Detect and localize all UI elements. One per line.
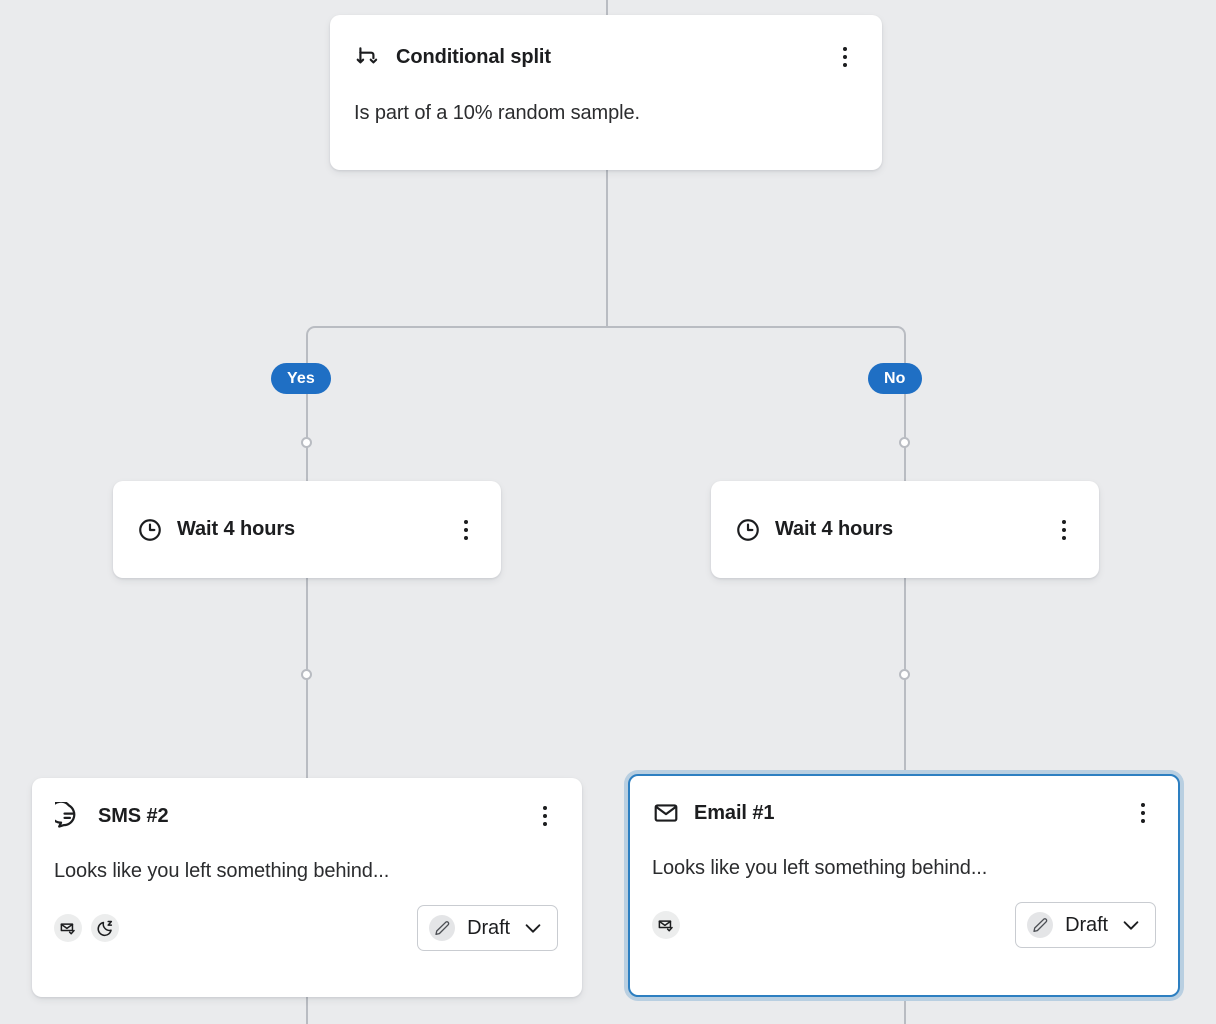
branch-label-yes-text: Yes — [287, 369, 315, 387]
pencil-icon — [429, 915, 456, 941]
email-1-status-dropdown[interactable]: Draft — [1015, 902, 1156, 948]
sms-2-status-dropdown[interactable]: Draft — [417, 905, 558, 951]
split-arrows-icon — [354, 43, 382, 71]
email-1-footer: Draft — [652, 902, 1156, 948]
connector-trunk-top — [606, 0, 608, 15]
wait-yes-header: Wait 4 hours — [137, 481, 479, 578]
sms-2-footer-icons — [54, 914, 119, 942]
connector-corner-right — [892, 326, 906, 340]
connector-node-yes-upper[interactable] — [301, 437, 312, 448]
kebab-menu-icon[interactable] — [532, 801, 558, 831]
node-card-sms-2[interactable]: SMS #2 Looks like you left something beh… — [32, 778, 582, 997]
connector-no-branch — [904, 337, 906, 481]
email-1-title: Email #1 — [694, 801, 775, 824]
kebab-menu-icon[interactable] — [832, 42, 858, 72]
email-1-footer-icons — [652, 911, 680, 939]
email-1-preview: Looks like you left something behind... — [652, 857, 988, 879]
kebab-menu-icon[interactable] — [1051, 515, 1077, 545]
node-card-email-1[interactable]: Email #1 Looks like you left something b… — [628, 774, 1180, 997]
branch-label-no-text: No — [884, 369, 906, 387]
node-card-wait-no[interactable]: Wait 4 hours — [711, 481, 1099, 578]
connector-node-no-lower[interactable] — [899, 669, 910, 680]
conditional-split-title: Conditional split — [396, 45, 551, 68]
connector-email-down — [904, 1001, 906, 1024]
connector-corner-left — [306, 326, 320, 340]
wait-no-header: Wait 4 hours — [735, 481, 1077, 578]
connector-branch-bar — [317, 326, 893, 328]
connector-split-down — [606, 170, 608, 328]
chevron-down-icon — [1120, 914, 1142, 936]
kebab-menu-icon[interactable] — [453, 515, 479, 545]
chat-bubble-icon — [54, 801, 84, 831]
sms-2-title: SMS #2 — [98, 804, 169, 827]
sms-2-status-label: Draft — [467, 916, 510, 939]
envelope-icon — [652, 799, 680, 827]
email-1-status-label: Draft — [1065, 913, 1108, 936]
kebab-menu-icon[interactable] — [1130, 798, 1156, 828]
connector-node-no-upper[interactable] — [899, 437, 910, 448]
node-card-conditional-split[interactable]: Conditional split Is part of a 10% rando… — [330, 15, 882, 170]
clock-icon — [137, 517, 163, 543]
node-card-wait-yes[interactable]: Wait 4 hours — [113, 481, 501, 578]
branch-label-yes[interactable]: Yes — [271, 363, 331, 394]
connector-yes-branch — [306, 337, 308, 481]
pencil-icon — [1027, 912, 1054, 938]
connector-sms-down — [306, 997, 308, 1024]
conditional-split-description: Is part of a 10% random sample. — [354, 102, 640, 124]
sms-2-footer: Draft — [54, 905, 558, 951]
branch-label-no[interactable]: No — [868, 363, 922, 394]
email-1-header: Email #1 — [652, 793, 1156, 833]
sms-2-preview: Looks like you left something behind... — [54, 860, 390, 882]
sms-2-header: SMS #2 — [54, 796, 558, 836]
envelope-check-icon — [54, 914, 82, 942]
chevron-down-icon — [522, 917, 544, 939]
wait-no-title: Wait 4 hours — [775, 518, 894, 540]
conditional-split-header: Conditional split — [354, 37, 858, 77]
connector-node-yes-lower[interactable] — [301, 669, 312, 680]
moon-quiet-hours-icon — [91, 914, 119, 942]
wait-yes-title: Wait 4 hours — [177, 518, 296, 540]
envelope-check-icon — [652, 911, 680, 939]
clock-icon — [735, 517, 761, 543]
